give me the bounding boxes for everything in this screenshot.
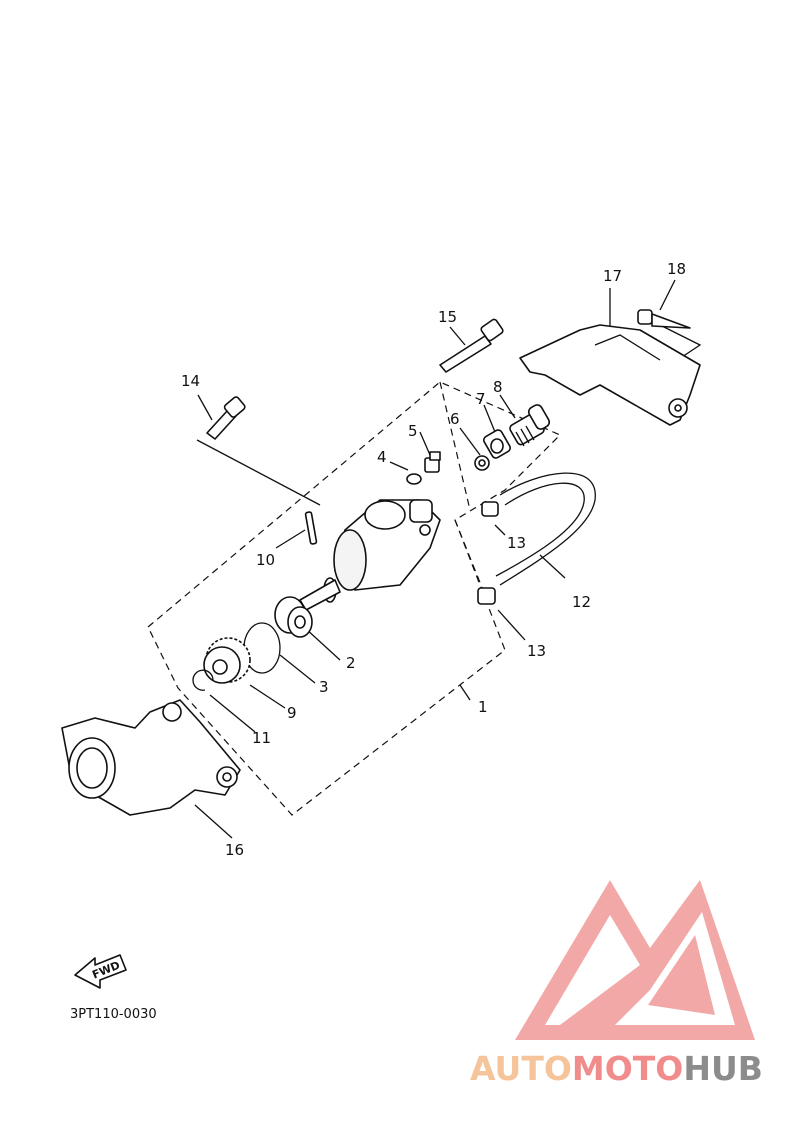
- callout-11: 11: [252, 729, 271, 747]
- leader-lines: [194, 279, 702, 839]
- clip-13a: [481, 501, 499, 517]
- callout-4: 4: [377, 448, 387, 466]
- watermark-auto: AUTO: [470, 1049, 572, 1088]
- callout-7: 7: [476, 390, 486, 408]
- callout-3: 3: [319, 678, 329, 696]
- cover-17: [519, 324, 701, 426]
- callout-18: 18: [667, 260, 686, 278]
- housing-16: [61, 699, 241, 816]
- gear-9: [203, 637, 251, 684]
- watermark-logo: [515, 880, 755, 1040]
- watermark-moto: MOTO: [572, 1049, 683, 1088]
- callout-13b: 13: [527, 642, 546, 660]
- watermark-text: AUTOMOTOHUB: [470, 1049, 763, 1088]
- diagram-code: 3PT110-0030: [70, 1007, 157, 1022]
- pin-10: [304, 511, 318, 545]
- assembly-outline: [147, 381, 562, 816]
- screw-18: [637, 309, 691, 329]
- washer-4: [406, 473, 422, 485]
- bolt-14: [206, 396, 246, 440]
- callout-12: 12: [572, 593, 591, 611]
- circlip-11: [192, 669, 214, 691]
- callout-14: 14: [181, 372, 200, 390]
- callout-8: 8: [493, 378, 503, 396]
- watermark-hub: HUB: [683, 1049, 763, 1088]
- hose-12: [495, 472, 596, 586]
- union-bolt-8: [509, 404, 551, 447]
- callout-6: 6: [450, 410, 460, 428]
- oil-pump-body: [299, 499, 441, 611]
- clip-13b: [477, 587, 496, 605]
- callout-5: 5: [408, 422, 418, 440]
- callout-13a: 13: [507, 534, 526, 552]
- callout-16: 16: [225, 841, 244, 859]
- callout-17: 17: [603, 267, 622, 285]
- callout-10: 10: [256, 551, 275, 569]
- bolt-15: [439, 318, 504, 373]
- callout-1: 1: [478, 698, 488, 716]
- washer-6: [474, 455, 490, 471]
- bearing-2: [274, 596, 313, 638]
- bolt-5: [424, 451, 441, 473]
- callout-9: 9: [287, 704, 297, 722]
- fwd-arrow-icon: [74, 954, 127, 989]
- callout-labels: 1 2 3 4 5 6 7 8 9 10 11 12 13 13 14 15 1…: [181, 260, 686, 859]
- nut-7: [483, 429, 511, 459]
- callout-15: 15: [438, 308, 457, 326]
- callout-2: 2: [346, 654, 356, 672]
